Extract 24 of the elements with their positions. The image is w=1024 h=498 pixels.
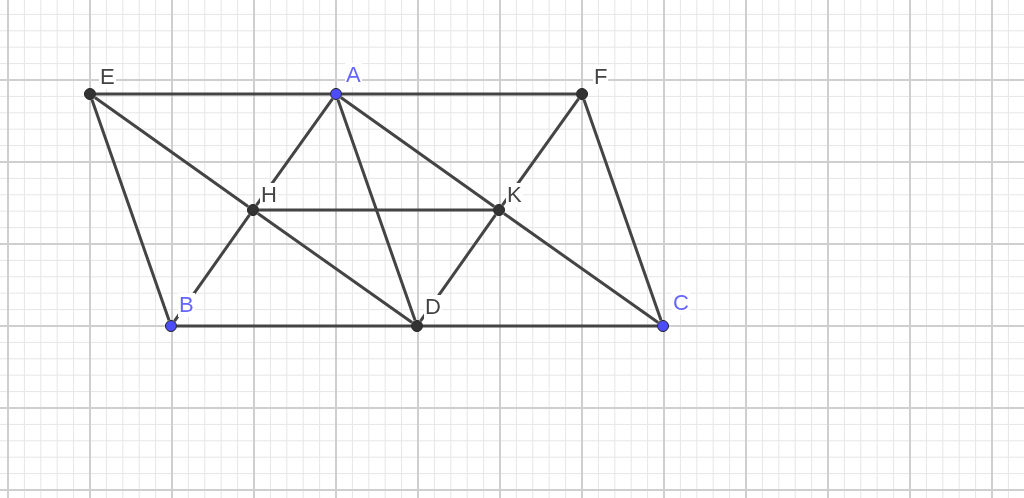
line-segment (90, 99, 171, 321)
line-segment (94, 96, 249, 208)
point-label: C (672, 291, 690, 315)
line-segment (503, 212, 659, 324)
line-segment (340, 96, 495, 208)
point-label: B (178, 293, 195, 317)
line-segment (582, 99, 663, 321)
point-label: K (506, 183, 523, 207)
line-segment (96, 92, 330, 96)
point-label: F (593, 65, 609, 89)
line-segment (419, 214, 497, 322)
line-segment (257, 212, 413, 324)
line-segment (177, 324, 411, 328)
line-segment (423, 324, 657, 328)
point-label: E (99, 65, 116, 89)
line-segment (501, 98, 580, 206)
line-segment (255, 98, 334, 206)
line-segment (259, 208, 493, 212)
point-label: A (345, 63, 362, 87)
line-segment (336, 99, 417, 321)
point-label: H (260, 183, 278, 207)
point-label: D (424, 295, 442, 319)
line-segment (342, 92, 576, 96)
line-segment (173, 214, 251, 322)
